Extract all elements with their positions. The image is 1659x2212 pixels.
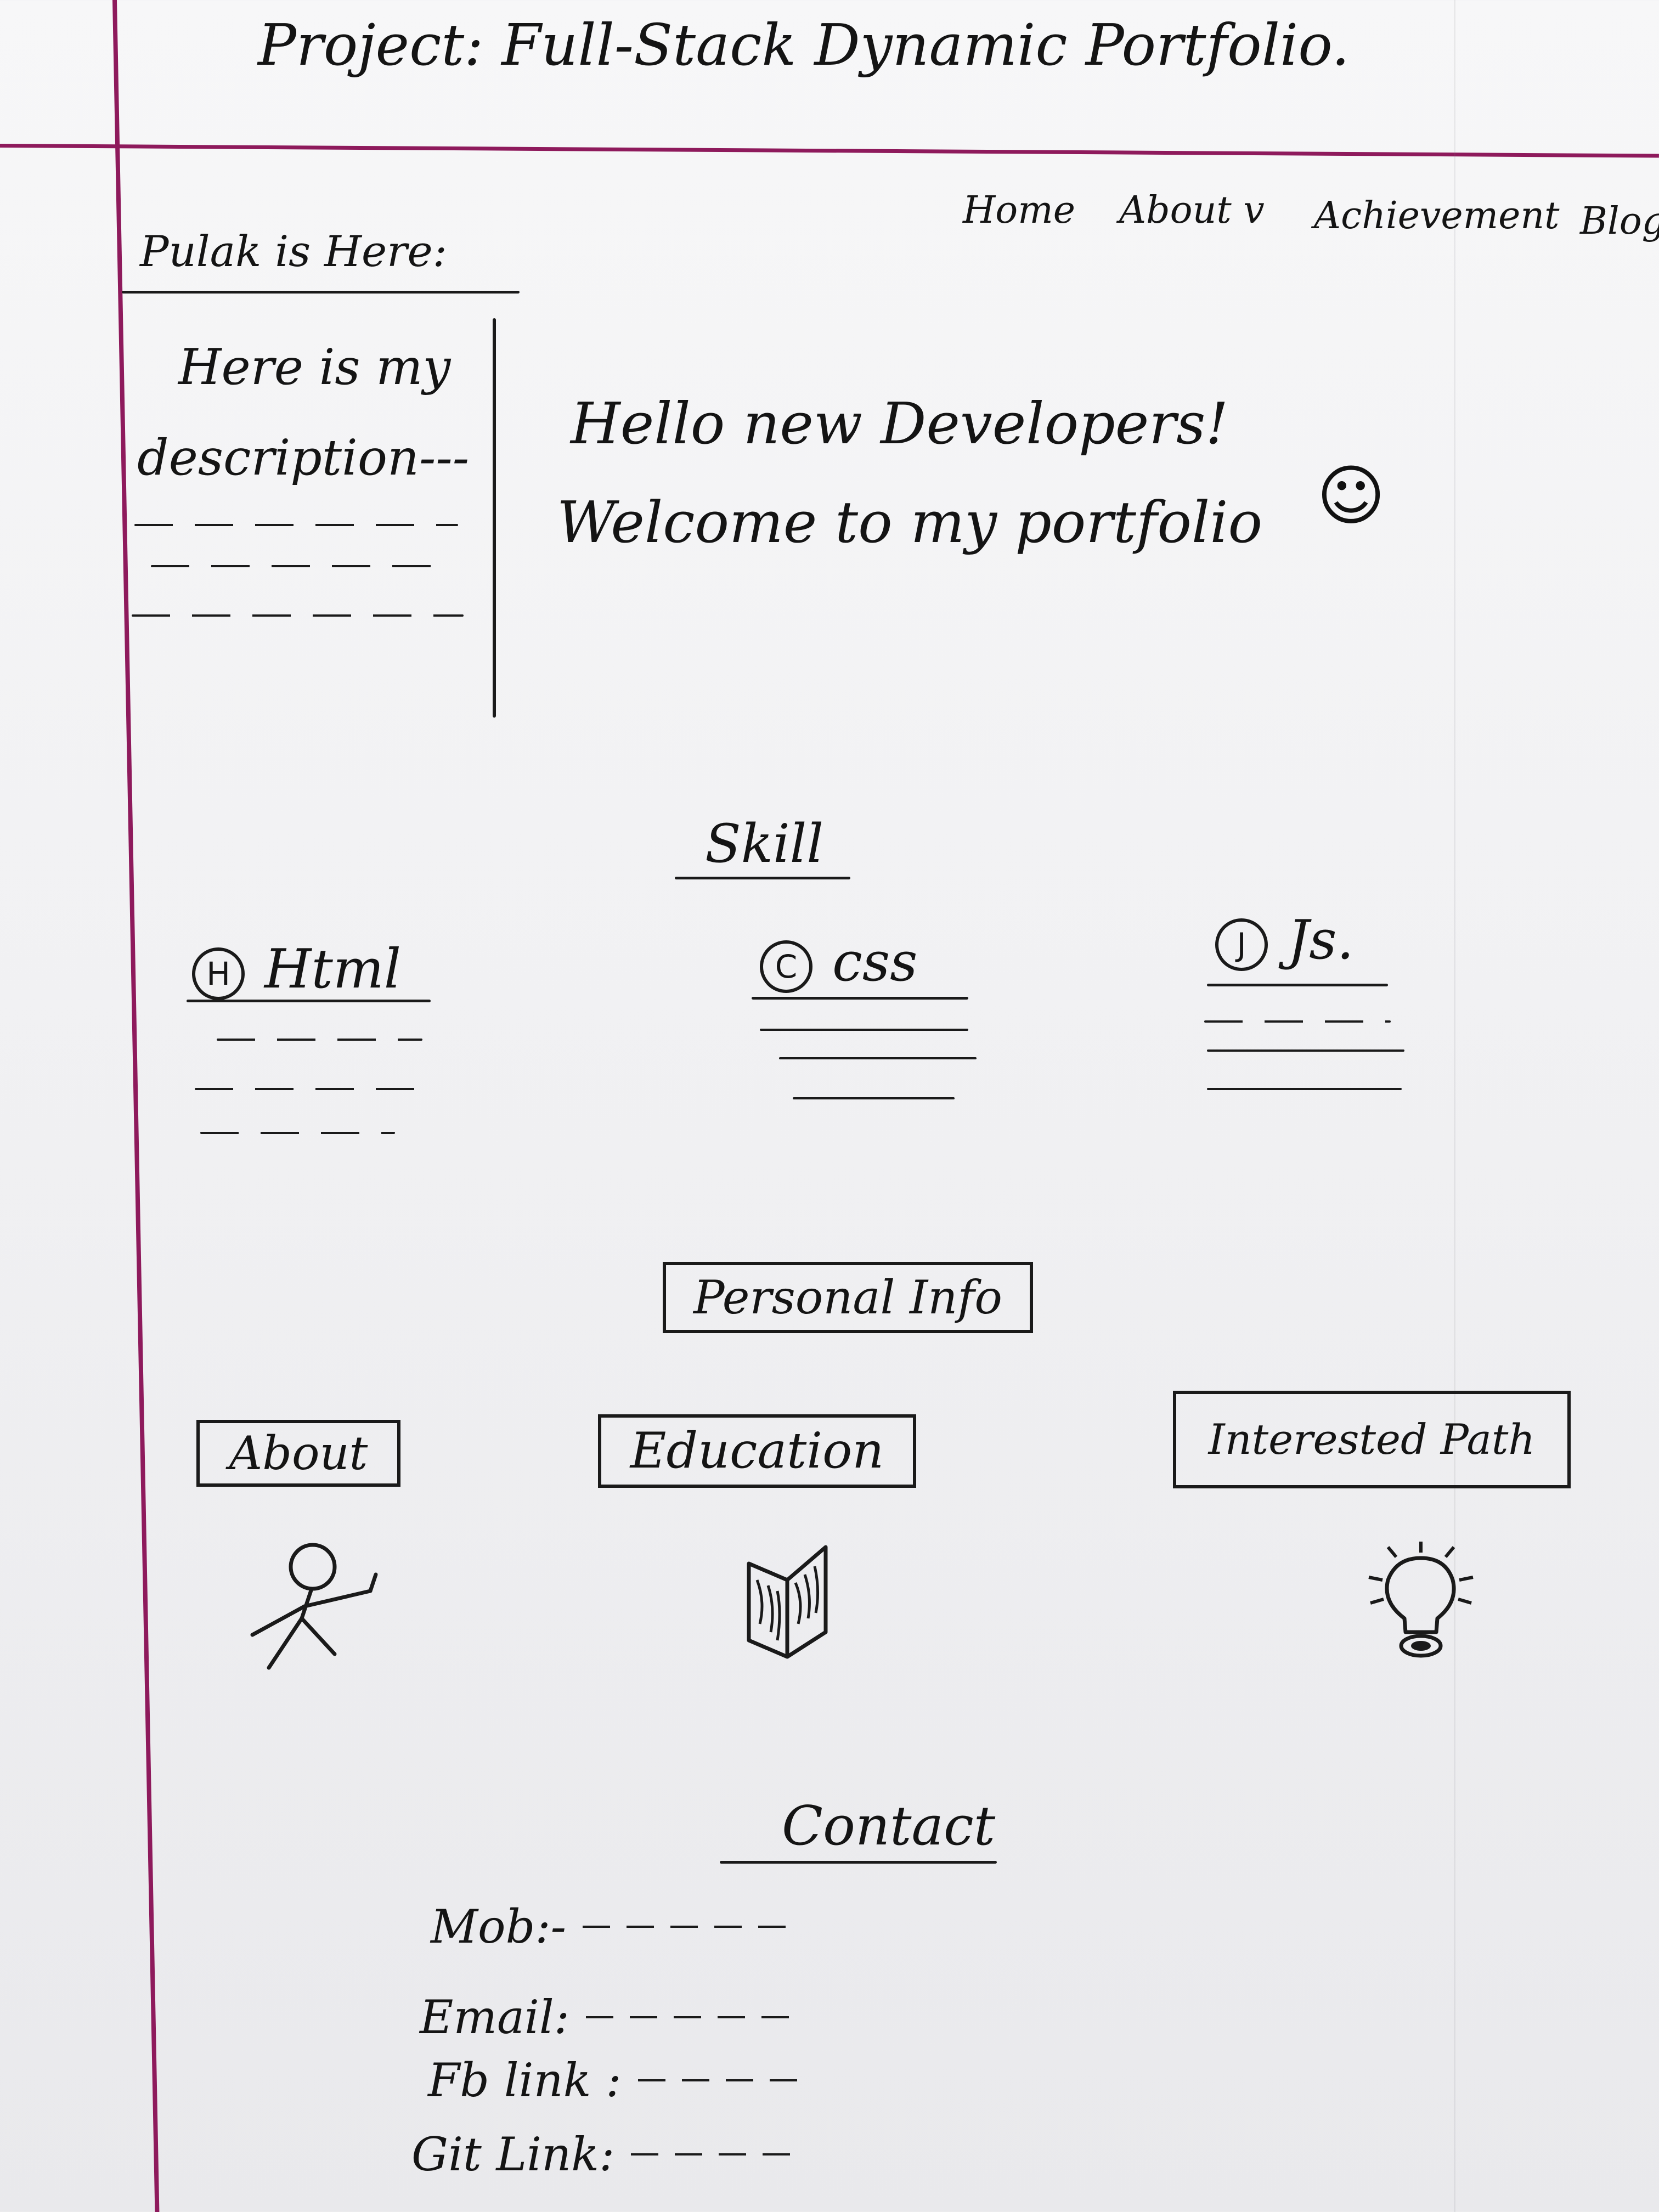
skills-heading: Skill [705, 813, 824, 874]
nav-about-dropdown[interactable]: About v [1119, 189, 1265, 232]
personal-info-heading: Personal Info [663, 1262, 1033, 1333]
stick-figure-icon [241, 1536, 384, 1673]
nav-home[interactable]: Home [963, 189, 1075, 232]
skill-html-label: Html [264, 938, 402, 1001]
hero-welcome: Welcome to my portfolio [557, 489, 1263, 556]
contact-mobile-row: Mob:- [431, 1900, 792, 1954]
paper-margin-horizontal [0, 144, 1659, 158]
sidebar-placeholder-line [132, 614, 464, 617]
contact-heading-underline [720, 1861, 997, 1864]
project-title: Project: Full-Stack Dynamic Portfolio. [258, 12, 1350, 78]
sidebar-description-line1: Here is my [178, 338, 451, 396]
lightbulb-icon [1366, 1542, 1476, 1662]
contact-fb-row: Fb link : [428, 2057, 814, 2103]
sidebar-description-line2: description--- [137, 429, 470, 487]
skill-js-label: Js. [1288, 909, 1354, 972]
skill-placeholder-line [195, 1088, 417, 1090]
hero-greeting: Hello new Developers! [571, 390, 1229, 457]
skill-placeholder-line [217, 1039, 422, 1041]
skill-placeholder-line [760, 1029, 968, 1031]
skill-html-underline [187, 1000, 431, 1002]
paper-fold-line [1454, 0, 1455, 2212]
contact-fb-link[interactable] [637, 2079, 814, 2081]
skill-placeholder-line [1207, 1088, 1402, 1090]
paper-margin-vertical [112, 0, 160, 2212]
sidebar-placeholder-line [134, 524, 458, 526]
skill-placeholder-line [793, 1097, 955, 1099]
contact-heading: Contact [782, 1795, 996, 1858]
contact-git-link[interactable] [631, 2153, 807, 2155]
skill-placeholder-line [200, 1132, 395, 1134]
sidebar-heading-underline [122, 291, 520, 294]
contact-mobile-value[interactable] [583, 1926, 792, 1928]
js-badge-icon: J [1215, 918, 1268, 971]
smiley-icon: ☺ [1317, 458, 1386, 534]
contact-email-value[interactable] [586, 2016, 795, 2018]
css-badge-icon: C [760, 940, 812, 993]
interested-path-card[interactable]: Interested Path [1173, 1391, 1571, 1488]
contact-git-label: Git Link: [411, 2128, 615, 2181]
skill-js-underline [1207, 984, 1388, 986]
skill-placeholder-line [779, 1057, 977, 1059]
contact-fb-label: Fb link : [428, 2053, 622, 2107]
about-card[interactable]: About [196, 1420, 400, 1487]
contact-git-row: Git Link: [411, 2128, 807, 2181]
sidebar-placeholder-line [151, 565, 453, 567]
skills-heading-underline [675, 877, 850, 879]
contact-email-row: Email: [420, 1990, 795, 2044]
sidebar-heading: Pulak is Here: [140, 227, 447, 276]
contact-email-label: Email: [420, 1990, 570, 2044]
nav-achievement[interactable]: Achievement [1314, 194, 1560, 238]
nav-blog[interactable]: Blog [1580, 200, 1659, 243]
education-card[interactable]: Education [598, 1414, 916, 1488]
skill-css-underline [752, 997, 968, 1000]
skill-placeholder-line [1207, 1049, 1404, 1052]
sidebar-divider [493, 318, 496, 718]
contact-mobile-label: Mob:- [431, 1900, 567, 1954]
skill-css-label: css [832, 931, 918, 994]
html-badge-icon: H [192, 947, 245, 1000]
open-book-icon [743, 1542, 837, 1662]
skill-placeholder-line [1204, 1020, 1391, 1023]
